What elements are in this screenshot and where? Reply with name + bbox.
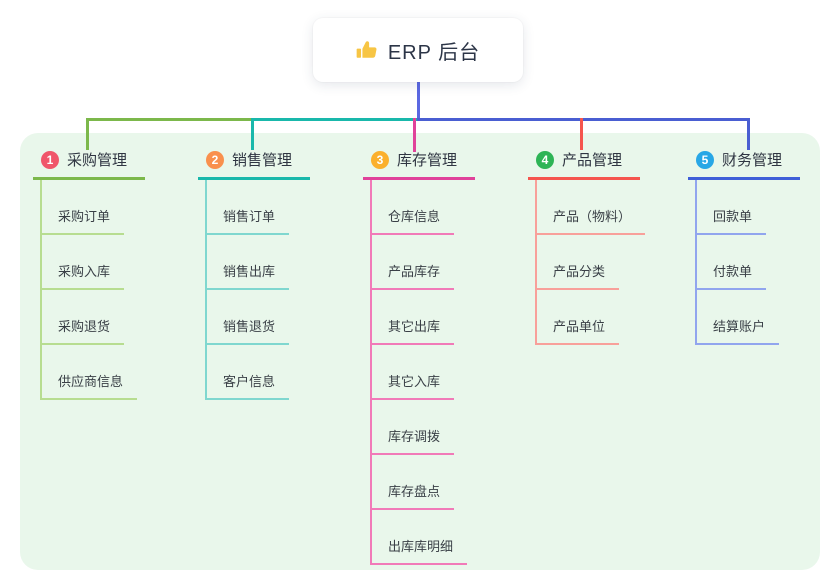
- child-row: 客户信息: [205, 345, 310, 400]
- child-node[interactable]: 回款单: [695, 206, 767, 235]
- child-row: 出库库明细: [370, 510, 475, 565]
- connector-drop-inventory: [413, 118, 416, 152]
- branch-node-inventory[interactable]: 3 库存管理: [363, 147, 476, 180]
- child-node[interactable]: 其它入库: [370, 371, 455, 400]
- branch-number-badge: 1: [41, 150, 59, 169]
- connector-drop-finance: [747, 118, 750, 150]
- connector-trunk: [417, 82, 420, 119]
- branch-node-purchase[interactable]: 1 采购管理: [33, 147, 146, 180]
- child-row: 产品分类: [535, 235, 645, 290]
- child-node[interactable]: 产品分类: [535, 261, 620, 290]
- child-row: 结算账户: [695, 290, 800, 345]
- child-row: 采购订单: [40, 180, 145, 235]
- connector-drop-sales: [251, 118, 254, 150]
- map-background-panel: [20, 133, 820, 570]
- connector-bus-green: [86, 118, 254, 121]
- connector-bus-blue: [417, 118, 750, 121]
- child-node[interactable]: 销售订单: [205, 206, 290, 235]
- branch-children: 仓库信息 产品库存 其它出库 其它入库 库存调拨 库存盘点 出库库明细: [370, 180, 475, 565]
- children-connector-line: [535, 180, 537, 345]
- child-node[interactable]: 结算账户: [695, 316, 780, 345]
- child-row: 其它出库: [370, 290, 475, 345]
- child-node[interactable]: 库存盘点: [370, 481, 455, 510]
- child-node[interactable]: 销售退货: [205, 316, 290, 345]
- branch-node-sales[interactable]: 2 销售管理: [198, 147, 311, 180]
- child-node[interactable]: 库存调拨: [370, 426, 455, 455]
- branch-number-badge: 4: [536, 150, 554, 169]
- children-connector-line: [40, 180, 42, 400]
- branch-finance: 5 财务管理 回款单 付款单 结算账户: [688, 147, 801, 345]
- thumbs-up-icon: [356, 39, 378, 61]
- child-node[interactable]: 客户信息: [205, 371, 290, 400]
- branch-children: 采购订单 采购入库 采购退货 供应商信息: [40, 180, 145, 400]
- branch-product: 4 产品管理 产品（物料） 产品分类 产品单位: [528, 147, 646, 345]
- child-node[interactable]: 供应商信息: [40, 371, 138, 400]
- branch-label: 采购管理: [67, 152, 128, 169]
- child-node[interactable]: 其它出库: [370, 316, 455, 345]
- child-node[interactable]: 产品单位: [535, 316, 620, 345]
- child-row: 销售出库: [205, 235, 310, 290]
- child-row: 采购入库: [40, 235, 145, 290]
- child-row: 采购退货: [40, 290, 145, 345]
- branch-label: 产品管理: [562, 152, 623, 169]
- branch-number-badge: 2: [206, 150, 224, 169]
- child-row: 回款单: [695, 180, 800, 235]
- child-row: 付款单: [695, 235, 800, 290]
- branch-children: 销售订单 销售出库 销售退货 客户信息: [205, 180, 310, 400]
- child-row: 其它入库: [370, 345, 475, 400]
- branch-number-badge: 5: [696, 150, 714, 169]
- child-node[interactable]: 采购入库: [40, 261, 125, 290]
- child-node[interactable]: 出库库明细: [370, 536, 468, 565]
- child-node[interactable]: 产品（物料）: [535, 206, 646, 235]
- child-row: 供应商信息: [40, 345, 145, 400]
- child-node[interactable]: 付款单: [695, 261, 767, 290]
- branch-sales: 2 销售管理 销售订单 销售出库 销售退货 客户信息: [198, 147, 311, 400]
- connector-drop-product: [580, 118, 583, 150]
- branch-label: 销售管理: [232, 152, 293, 169]
- child-node[interactable]: 采购订单: [40, 206, 125, 235]
- child-node[interactable]: 仓库信息: [370, 206, 455, 235]
- branch-node-finance[interactable]: 5 财务管理: [688, 147, 801, 180]
- children-connector-line: [205, 180, 207, 400]
- branch-number-badge: 3: [371, 150, 389, 169]
- child-node[interactable]: 产品库存: [370, 261, 455, 290]
- child-row: 库存盘点: [370, 455, 475, 510]
- child-row: 销售退货: [205, 290, 310, 345]
- connector-drop-purchase: [86, 118, 89, 150]
- child-row: 产品（物料）: [535, 180, 646, 235]
- branch-label: 财务管理: [722, 152, 783, 169]
- child-row: 产品单位: [535, 290, 645, 345]
- connector-bus-teal: [252, 118, 420, 121]
- child-row: 库存调拨: [370, 400, 475, 455]
- children-connector-line: [695, 180, 697, 345]
- child-row: 销售订单: [205, 180, 310, 235]
- children-connector-line: [370, 180, 372, 565]
- root-node[interactable]: ERP 后台: [313, 18, 523, 82]
- child-node[interactable]: 销售出库: [205, 261, 290, 290]
- branch-label: 库存管理: [397, 152, 458, 169]
- branch-children: 回款单 付款单 结算账户: [695, 180, 800, 345]
- root-node-label: ERP 后台: [387, 41, 481, 64]
- branch-node-product[interactable]: 4 产品管理: [528, 147, 641, 180]
- child-row: 仓库信息: [370, 180, 475, 235]
- branch-inventory: 3 库存管理 仓库信息 产品库存 其它出库 其它入库 库存调拨 库存盘点 出库库…: [363, 147, 476, 565]
- branch-purchase: 1 采购管理 采购订单 采购入库 采购退货 供应商信息: [33, 147, 146, 400]
- child-row: 产品库存: [370, 235, 475, 290]
- child-node[interactable]: 采购退货: [40, 316, 125, 345]
- branch-children: 产品（物料） 产品分类 产品单位: [535, 180, 646, 345]
